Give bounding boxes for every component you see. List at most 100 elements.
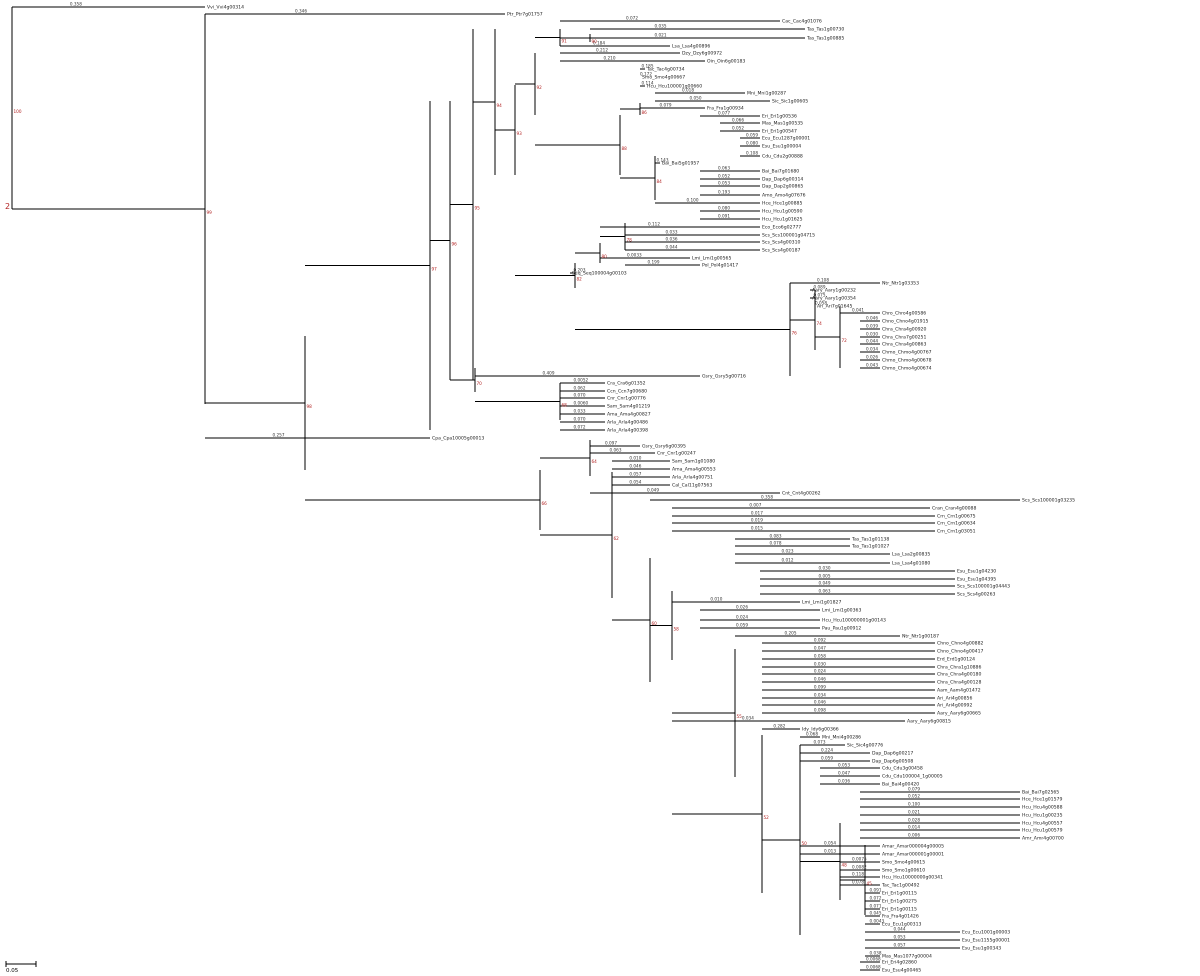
branch-length-label: 0.205 <box>785 631 797 636</box>
leaf-label: Cdu_Cdu3g00458 <box>882 766 923 772</box>
branch-length-label: 0.080 <box>746 141 758 146</box>
bootstrap-label: 96 <box>452 242 458 247</box>
branch-length-label: 0.210 <box>604 56 616 61</box>
branch-length-label: 0.059 <box>746 133 758 138</box>
bootstrap-label: 93 <box>517 131 523 136</box>
leaf-label: Chmo_Chmo4g00678 <box>882 358 932 364</box>
leaf-label: Ccn_Ccn7g00680 <box>607 389 647 395</box>
branch-length-label: 0.021 <box>655 33 667 38</box>
leaf-label: Smo_Smo1g00610 <box>882 868 925 874</box>
bootstrap-label: 74 <box>817 321 823 326</box>
branch-length-label: 0.091 <box>870 888 882 893</box>
leaf-label: Gsry_Gsry5g00716 <box>702 374 746 380</box>
branch-length-label: 0.047 <box>838 771 850 776</box>
leaf-label: Chmo_Chmo4g00767 <box>882 350 932 356</box>
branch-length-label: 0.036 <box>666 237 678 242</box>
leaf-label: Pau_Pau1g00912 <box>822 626 861 632</box>
leaf-label: Lmi_Lmi1g01827 <box>802 600 841 606</box>
branch-length-label: 0.013 <box>824 849 836 854</box>
leaf-label: Chra_Chra7g00251 <box>882 335 926 341</box>
leaf-label: Scs_Scs100001g04715 <box>762 233 815 239</box>
leaf-label: Ama_Ama4g00827 <box>607 412 651 418</box>
bootstrap-label: 76 <box>792 331 798 336</box>
bootstrap-label: 55 <box>737 714 743 719</box>
bootstrap-label: 60 <box>652 621 658 626</box>
leaf-label: Chra_Chra1g10886 <box>937 665 981 671</box>
bootstrap-label: 84 <box>657 179 663 184</box>
leaf-label: Hce_Hce1g01579 <box>1022 797 1062 803</box>
branch-length-label: 0.358 <box>761 495 773 500</box>
branch-length-label: 0.038 <box>870 951 882 956</box>
leaf-label: Ari_Ari7g01645 <box>817 304 852 310</box>
bootstrap-label: 80 <box>602 254 608 259</box>
leaf-label: Erd_Erd1g00124 <box>937 657 975 663</box>
leaf-label: Chno_Chno4g00882 <box>937 641 984 647</box>
branch-length-label: 0.282 <box>773 724 785 729</box>
leaf-label: Sic_Sic4g00776 <box>847 743 883 749</box>
branch-length-label: 0.072 <box>574 425 586 430</box>
branch-length-label: 0.012 <box>782 558 794 563</box>
leaf-label: Ama_Ama4g00553 <box>672 467 716 473</box>
branch-length-label: 0.030 <box>819 566 831 571</box>
leaf-label: Mni_Mni4g00286 <box>822 735 861 741</box>
branch-length-label: 0.039 <box>866 324 878 329</box>
branch-length-label: 0.014 <box>908 825 920 830</box>
leaf-label: Lsa_Lsa4g00896 <box>672 44 710 50</box>
leaf-label: Cac_Cac4g01076 <box>782 19 822 25</box>
leaf-label: Scs_Scs100001g03235 <box>1022 498 1075 504</box>
branch-length-label: 0.054 <box>824 841 836 846</box>
leaf-label: Bai_Bai7g02565 <box>1022 790 1059 796</box>
branch-length-label: 0.052 <box>732 126 744 131</box>
branch-length-label: 0.224 <box>821 748 833 753</box>
branch-length-label: 0.017 <box>751 511 763 516</box>
leaf-label: Chra_Chra4g00180 <box>937 672 981 678</box>
branch-length-label: 0.044 <box>894 927 906 932</box>
leaf-label: Hcu_Hcu4g00557 <box>1022 821 1063 827</box>
leaf-label: Eri_Eri1g00536 <box>762 114 797 120</box>
leaf-label: Esu_Esu1155g00001 <box>962 938 1010 944</box>
leaf-label: Hcu_Hcu10000000g00341 <box>882 875 943 881</box>
branch-length-label: 0.007 <box>749 503 761 508</box>
branch-length-label: 0.041 <box>852 308 864 313</box>
leaf-label: Aam_Aam4g01472 <box>937 688 981 694</box>
leaf-label: Esu_Esu4g00465 <box>882 968 921 974</box>
branch-length-label: 0.050 <box>690 96 702 101</box>
leaf-label: Sam_Sam4g01219 <box>607 404 650 410</box>
branch-length-label: 0.046 <box>814 700 826 705</box>
branch-length-label: 0.026 <box>736 605 748 610</box>
leaf-label: Eri_Eri1g00115 <box>882 891 917 897</box>
leaf-label: Fra_Fra1g00934 <box>707 106 744 112</box>
leaf-label: Mas_Mas1077g00004 <box>882 954 932 960</box>
branch-length-label: 0.034 <box>814 693 826 698</box>
leaf-label: Chno_Chno4g00417 <box>937 649 984 655</box>
branch-length-label: 0.036 <box>838 779 850 784</box>
leaf-label: Sic_Sic1g00605 <box>772 99 808 105</box>
branch-length-label: 0.047 <box>814 646 826 651</box>
branch-length-label: 0.100 <box>908 802 920 807</box>
leaf-label: Ari_Ari4g00992 <box>937 703 972 709</box>
leaf-label: Cdu_Cdu100004_1g00005 <box>882 774 943 780</box>
branch-length-label: 0.052 <box>718 174 730 179</box>
leaf-label: Lmi_Lmi1g00363 <box>822 608 861 614</box>
branch-length-label: 0.079 <box>660 103 672 108</box>
branch-length-label: 0.098 <box>814 708 826 713</box>
branch-length-label: 0.0033 <box>627 253 642 258</box>
leaf-label: Ecu_Ecu1287g00001 <box>762 136 810 142</box>
branch-length-label: 0.049 <box>819 581 831 586</box>
branch-length-label: 0.057 <box>629 472 641 477</box>
branch-length-label: 0.0075 <box>852 857 867 862</box>
leaf-label: Aary_Aary6g00815 <box>907 719 951 725</box>
branch-length-label: 0.185 <box>642 64 654 69</box>
leaf-label: Amr_Amr4g00700 <box>1022 836 1064 842</box>
leaf-label: Hcu_Hcu1g01625 <box>762 217 803 223</box>
leaf-label: Chro_Chro4g00586 <box>882 311 926 317</box>
leaf-label: Arla_Arla4g00486 <box>607 420 648 426</box>
leaf-label: Eri_Eri1g00547 <box>762 129 797 135</box>
branch-length-label: 0.010 <box>710 597 722 602</box>
leaf-label: Mas_Mas1g00535 <box>762 121 803 127</box>
branch-length-label: 0.212 <box>596 48 608 53</box>
leaf-label: Oin_Oin6g00183 <box>707 59 745 65</box>
leaf-label: Crn_Crn1g00675 <box>937 514 976 520</box>
branch-length-label: 0.046 <box>629 464 641 469</box>
